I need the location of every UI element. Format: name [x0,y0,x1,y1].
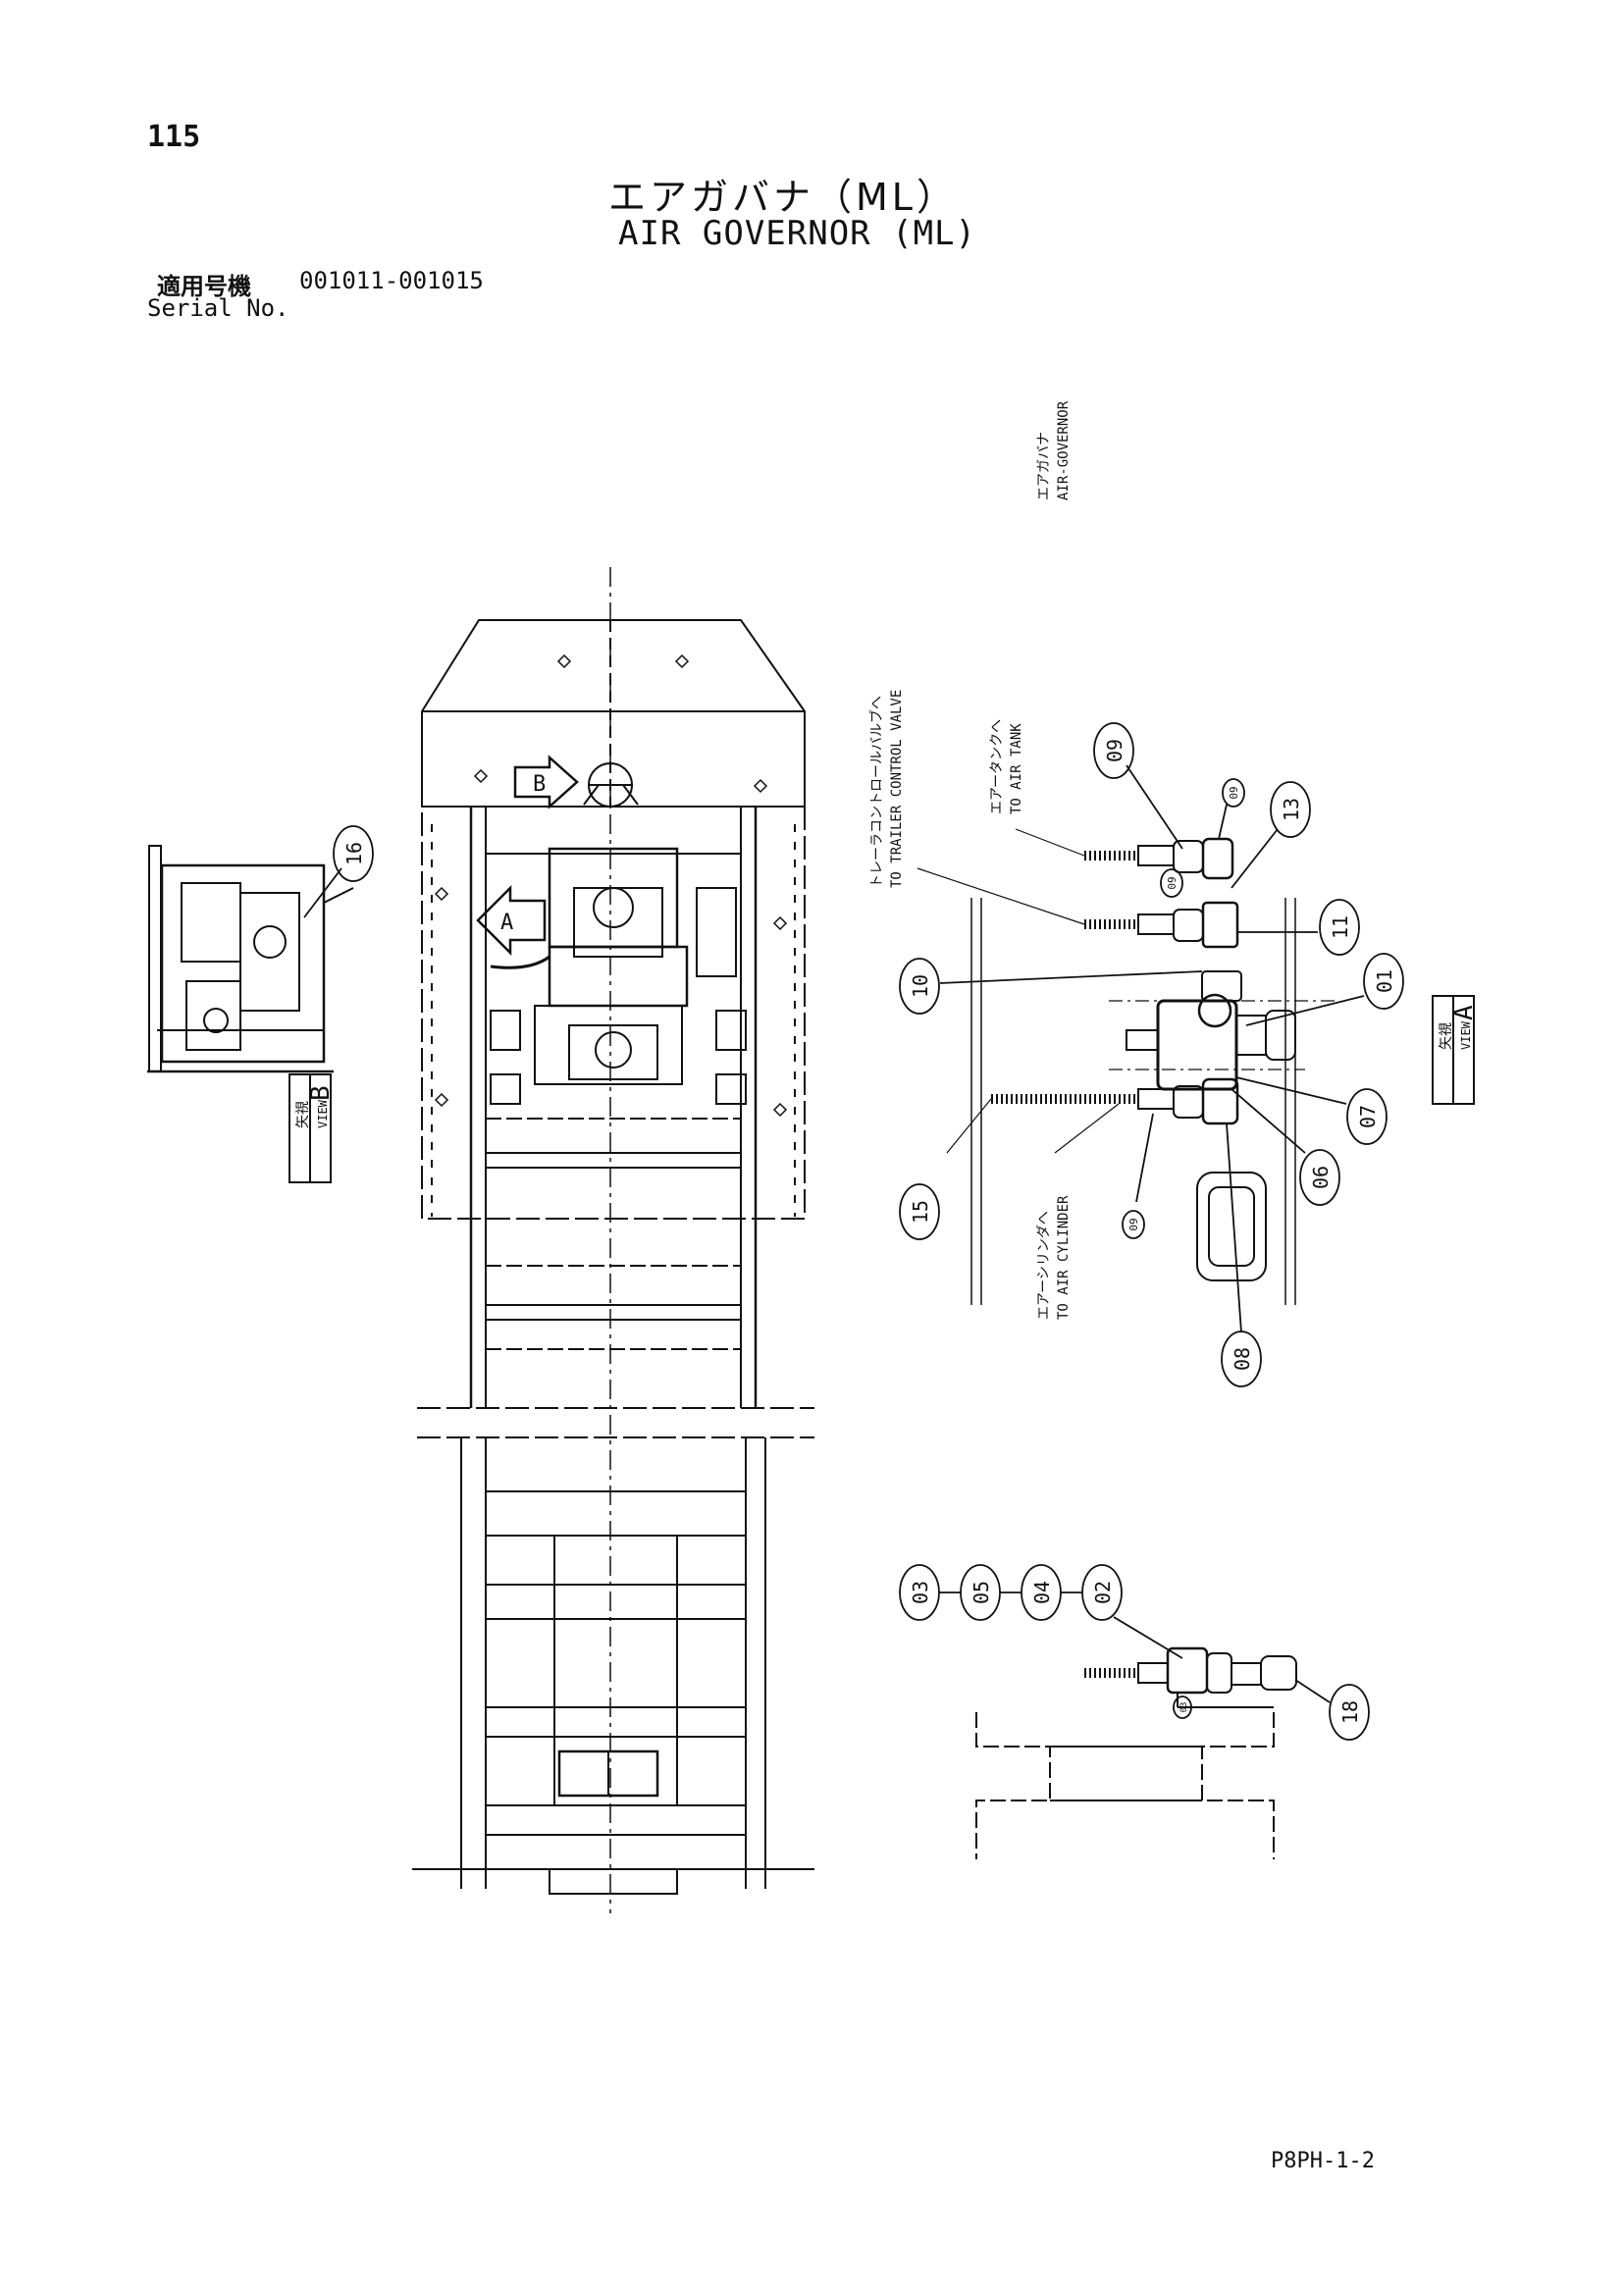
callout-09-small-lower: 09 [1127,1218,1140,1230]
view-a-piping-detail [917,828,1335,1305]
callout-08-balloon [1221,1331,1262,1387]
view-b-letter: B [306,1085,336,1101]
chassis-plan-view: B A [412,567,814,1913]
callout-16: 16 [342,842,366,865]
callout-03: 03 [909,1581,932,1604]
callout-15: 15 [909,1200,932,1224]
air-cylinder-label-jp: エアーシリンダへ [1036,1211,1052,1320]
callout-03-small-balloon [1173,1696,1192,1719]
callout-13: 13 [1280,798,1303,821]
callout-07-balloon [1346,1088,1388,1145]
callout-06-balloon [1299,1149,1340,1206]
view-arrow-b-letter: B [533,772,546,797]
serial-label-japanese: 適用号機 [157,273,251,300]
serial-label-english: Serial No. [147,294,289,322]
callout-01: 01 [1373,969,1396,993]
callout-18: 18 [1338,1700,1362,1724]
air-tank-label-en: TO AIR TANK [1009,723,1024,814]
callout-09-small-middle-balloon [1160,868,1183,898]
view-arrow-a-letter: A [500,911,513,935]
callout-09-small-lower-balloon [1122,1210,1145,1239]
callout-03-small: 03 [1179,1702,1189,1713]
callout-07: 07 [1356,1105,1380,1128]
title-english: AIR GOVERNOR (ML) [618,214,976,253]
callout-04: 04 [1030,1581,1054,1604]
air-governor-label-en: AIR-GOVERNOR [1056,400,1072,500]
air-governor-label-jp: エアガバナ [1036,432,1052,500]
view-a-letter: A [1449,1005,1479,1020]
serial-number-range: 001011-001015 [299,267,484,294]
bottom-section-detail [975,1646,1297,1859]
view-a-label-box: 矢視 VIEW A [1432,995,1479,1105]
callout-09-small-upper: 09 [1228,786,1240,799]
callout-09-small-middle: 09 [1166,876,1179,889]
view-b-side-elevation [147,845,354,1073]
trailer-valve-label-jp: トレーラコントロールバルブへ [868,696,885,888]
page-number: 115 [147,120,201,154]
air-cylinder-label-en: TO AIR CYLINDER [1056,1195,1072,1320]
callout-02: 02 [1091,1581,1115,1604]
view-b-en: VIEW [316,1099,330,1128]
callout-06: 06 [1309,1166,1333,1189]
callout-16-balloon [333,825,374,882]
callout-18-balloon [1329,1684,1370,1741]
view-a-en: VIEW [1459,1020,1473,1050]
view-a-jp: 矢視 [1439,1022,1454,1050]
callout-11-balloon [1319,899,1360,956]
drawing-code: P8PH-1-2 [1271,2149,1375,2173]
callout-02-balloon [1081,1564,1123,1621]
air-tank-label-jp: エアータンクへ [989,719,1005,814]
title-japanese: エアガバナ（ML） [608,176,958,219]
callout-13-balloon [1270,781,1311,838]
callout-09-top: 09 [1103,739,1126,762]
view-b-label-box: 矢視 VIEW B [288,1073,336,1183]
callout-11: 11 [1329,915,1352,939]
callout-09-top-balloon [1093,722,1134,779]
callout-08: 08 [1231,1347,1254,1371]
view-b-jp: 矢視 [295,1101,311,1128]
callout-09-small-upper-balloon [1222,778,1245,808]
callout-10: 10 [909,974,932,998]
callout-05: 05 [969,1581,993,1604]
trailer-valve-label-en: TO TRAILER CONTROL VALVE [889,690,905,888]
callout-01-balloon [1363,953,1404,1010]
callout-15-balloon [899,1183,940,1240]
callout-10-balloon [899,958,940,1015]
